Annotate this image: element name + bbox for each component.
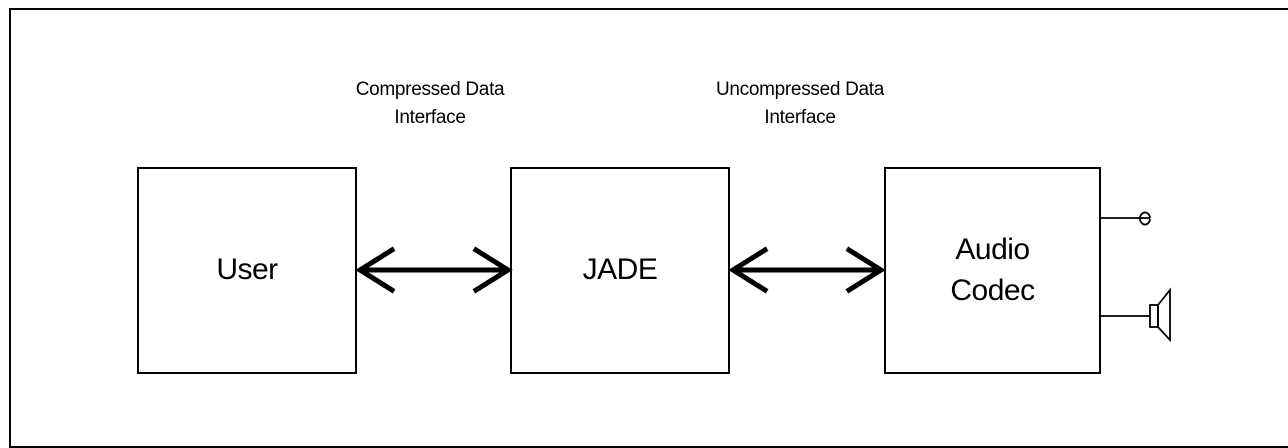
headphone-jack-icon xyxy=(1101,211,1151,226)
diagram-connectors xyxy=(355,211,1171,343)
jade-block: JADE xyxy=(510,167,730,374)
compressed-interface-label-line1: Compressed Data xyxy=(355,79,505,100)
audio-codec-block-label: Audio Codec xyxy=(950,230,1035,311)
audio-codec-label-line2: Codec xyxy=(950,273,1035,307)
user-block-label: User xyxy=(216,253,278,287)
speaker-icon xyxy=(1101,287,1171,343)
audio-codec-block: Audio Codec xyxy=(884,167,1101,374)
uncompressed-interface-label: Uncompressed Data Interface xyxy=(680,76,920,131)
block-diagram: Compressed Data Interface Uncompressed D… xyxy=(9,8,1288,448)
audio-codec-label-line1: Audio xyxy=(955,233,1030,266)
compressed-interface-label-line2: Interface xyxy=(394,106,466,128)
uncompressed-interface-label-line2: Interface xyxy=(764,106,836,128)
jade-block-label: JADE xyxy=(582,253,658,287)
user-block: User xyxy=(137,167,357,374)
uncompressed-data-arrow xyxy=(728,246,886,294)
uncompressed-interface-label-line1: Uncompressed Data xyxy=(715,79,885,100)
compressed-interface-label: Compressed Data Interface xyxy=(320,76,540,131)
compressed-data-arrow xyxy=(355,246,513,294)
